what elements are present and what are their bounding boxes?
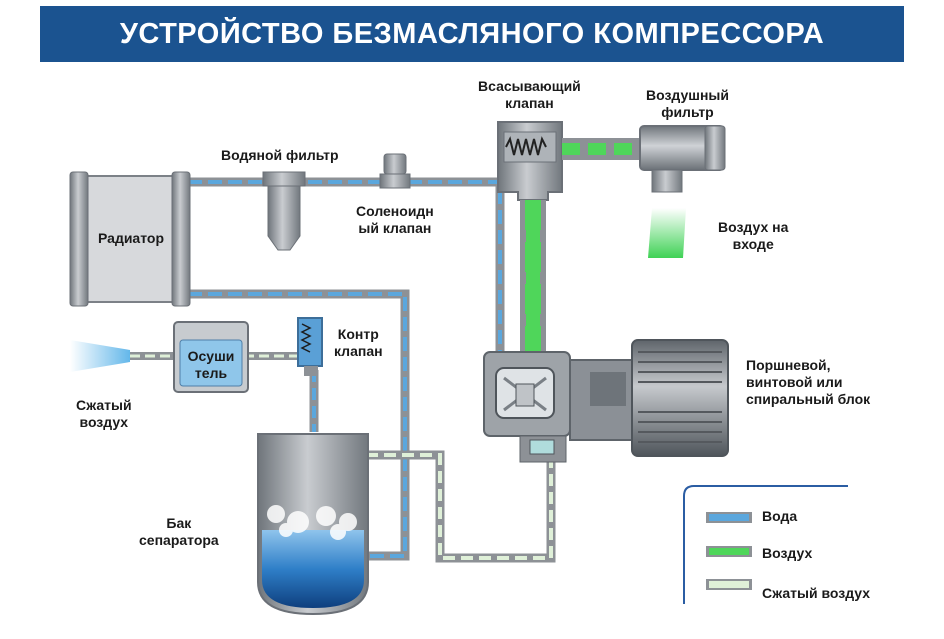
label-compressed-air-out: Сжатый воздух <box>76 397 132 430</box>
air-intake-pipe <box>562 138 642 160</box>
compressed-air-outlet-glow <box>70 340 130 372</box>
check-valve <box>297 317 323 376</box>
air-filter <box>639 125 726 193</box>
compressor-block <box>483 351 571 463</box>
label-solenoid-valve: Соленоидн ый клапан <box>356 203 434 236</box>
compressed-air-pipes <box>130 352 556 563</box>
solenoid-valve <box>379 153 411 189</box>
label-suction-valve: Всасывающий клапан <box>478 78 581 111</box>
legend-label-compressed-air: Сжатый воздух <box>762 585 871 601</box>
label-water-filter: Водяной фильтр <box>221 147 339 163</box>
water-filter <box>262 171 306 251</box>
motor <box>569 339 729 457</box>
label-air-filter: Воздушный фильтр <box>646 87 729 120</box>
suction-valve <box>497 121 563 360</box>
intake-air-glow <box>648 208 686 258</box>
legend-label-water: Вода <box>762 508 798 524</box>
legend-swatch-water <box>706 512 752 523</box>
title-banner: УСТРОЙСТВО БЕЗМАСЛЯНОГО КОМПРЕССОРА <box>40 6 904 62</box>
label-radiator: Радиатор <box>98 230 164 246</box>
legend-label-air: Воздух <box>762 545 813 561</box>
label-check-valve: Контр клапан <box>334 326 383 359</box>
legend-panel <box>683 485 848 604</box>
legend-swatch-air <box>706 546 752 557</box>
separator-tank <box>257 433 369 616</box>
radiator <box>69 171 191 307</box>
label-compressor-block: Поршневой, винтовой или спиральный блок <box>746 357 871 407</box>
legend-swatch-compressed-air <box>706 579 752 590</box>
dryer <box>173 321 249 393</box>
label-separator-tank: Бак сепаратора <box>139 515 219 548</box>
label-dryer: Осуши тель <box>187 348 235 381</box>
label-air-in: Воздух на входе <box>718 219 789 252</box>
diagram-title: УСТРОЙСТВО БЕЗМАСЛЯНОГО КОМПРЕССОРА <box>119 17 825 50</box>
